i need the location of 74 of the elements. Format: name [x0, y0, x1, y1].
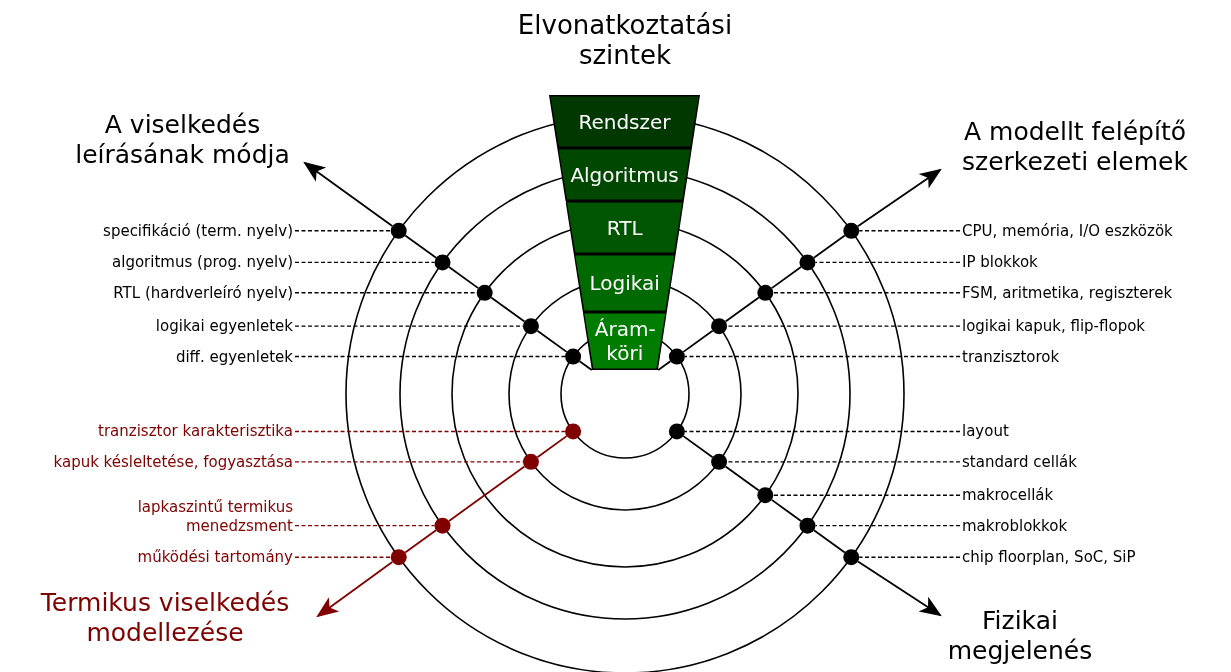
axis-arrow — [856, 168, 942, 228]
level-description: algoritmus (prog. nyelv) — [112, 253, 293, 273]
leader-line — [684, 355, 961, 358]
junction-dot — [799, 254, 816, 271]
leader-line — [814, 524, 961, 527]
leader-line — [858, 230, 961, 232]
junction-dot — [390, 222, 407, 239]
junction-dot — [843, 549, 860, 566]
junction-dot — [799, 517, 816, 534]
level-label: Rendszer — [577, 109, 672, 134]
axis-heading: Fizikai megjelenés — [915, 606, 1125, 666]
junction-dot — [668, 348, 685, 365]
level-label: Logikai — [588, 271, 661, 295]
level-description: layout — [962, 422, 1009, 442]
leader-line — [294, 230, 392, 232]
level-description: lapkaszintű termikus menedzsment — [63, 497, 293, 536]
junction-dot — [565, 348, 582, 365]
leader-line — [294, 261, 436, 264]
level-band — [557, 148, 692, 201]
level-description: standard cellák — [962, 452, 1077, 472]
level-description: tranzisztor karakterisztika — [98, 422, 293, 442]
junction-dot — [711, 453, 728, 470]
junction-dot — [757, 487, 774, 504]
junction-dot — [434, 517, 451, 534]
leader-line — [814, 261, 961, 264]
level-description: CPU, memória, I/O eszközök — [962, 221, 1173, 241]
junction-dot — [565, 423, 582, 440]
axis-heading: A modellt felépítő szerkezeti elemek — [950, 117, 1200, 177]
axis-heading: Termikus viselkedés modellezése — [20, 588, 310, 648]
leader-line — [726, 461, 961, 463]
level-description: makroblokkok — [962, 516, 1068, 536]
level-description: logikai kapuk, flip-flopok — [962, 317, 1145, 337]
junction-dot — [476, 284, 493, 301]
level-description: diff. egyenletek — [175, 347, 293, 367]
axis-arrow — [316, 561, 394, 618]
axis-arrow — [303, 161, 394, 227]
leader-line — [294, 524, 436, 527]
leader-line — [294, 292, 478, 294]
leader-line — [294, 355, 566, 358]
diagram-title: Elvonatkoztatási szintek — [516, 10, 734, 70]
level-description: működési tartomány — [137, 548, 293, 568]
level-label: RTL — [605, 215, 644, 240]
junction-dot — [711, 318, 728, 335]
junction-dot — [522, 453, 539, 470]
level-description: tranzisztorok — [962, 347, 1060, 367]
level-band — [565, 201, 684, 254]
level-description: logikai egyenletek — [155, 317, 293, 337]
level-description: chip floorplan, SoC, SiP — [962, 548, 1136, 568]
level-band — [582, 312, 667, 370]
leader-line — [684, 430, 961, 433]
junction-dot — [843, 222, 860, 239]
level-description: specifikáció (term. nyelv) — [103, 221, 293, 241]
level-description: RTL (hardverleíró nyelv) — [113, 283, 293, 303]
axis-arrow — [857, 560, 942, 617]
level-description: kapuk késleltetése, fogyasztása — [53, 452, 293, 472]
level-description: FSM, aritmetika, regiszterek — [962, 283, 1173, 303]
level-label: Algoritmus — [569, 162, 680, 187]
axis-heading: A viselkedés leírásának módja — [70, 110, 295, 170]
junction-dot — [522, 318, 539, 335]
level-band — [549, 95, 700, 148]
leader-line — [294, 556, 392, 558]
junction-dot — [434, 254, 451, 271]
level-label: Áram- köri — [594, 317, 655, 365]
junction-dot — [757, 284, 774, 301]
junction-dot — [668, 423, 685, 440]
level-band — [573, 254, 676, 312]
leader-line — [294, 430, 566, 433]
level-description: makrocellák — [962, 486, 1054, 506]
leader-line — [858, 556, 961, 558]
leader-line — [726, 325, 961, 327]
leader-line — [772, 494, 961, 496]
leader-line — [772, 292, 961, 294]
level-description: IP blokkok — [962, 253, 1038, 273]
junction-dot — [390, 549, 407, 566]
